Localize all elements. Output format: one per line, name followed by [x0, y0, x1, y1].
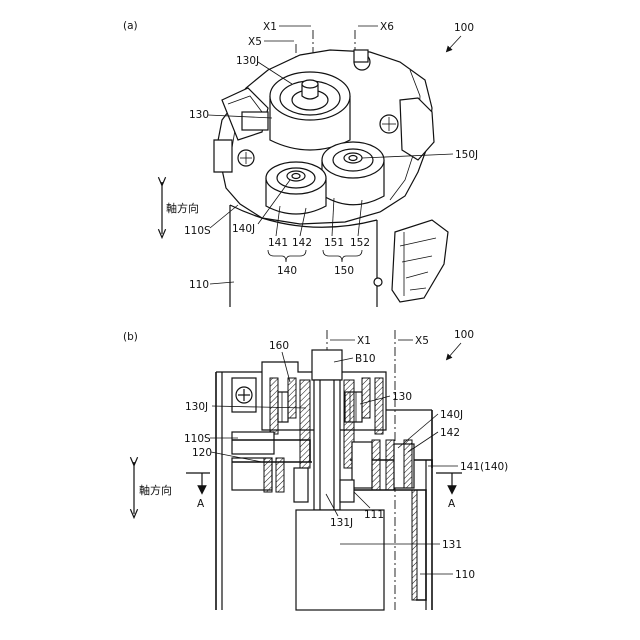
axis-x6-label: X6 — [380, 21, 394, 33]
figure-a: (a) X1 X5 X6 100 — [123, 20, 478, 307]
ref-100-a: 100 — [454, 22, 474, 34]
ref-142-a: 142 — [292, 237, 312, 249]
ref-111-b: 111 — [364, 509, 384, 521]
figure-b: (b) X1 X5 100 — [123, 329, 508, 610]
ref-140J-a: 140J — [232, 223, 255, 235]
ref-141-140-b: 141(140) — [460, 461, 508, 473]
ref-140-a: 140 — [277, 265, 297, 277]
ref-110-a: 110 — [189, 279, 209, 291]
ref-152-a: 152 — [350, 237, 370, 249]
ref-140J-b: 140J — [440, 409, 463, 421]
axial-direction-label-b: 軸方向 — [139, 483, 172, 497]
ref-150J-a: 150J — [455, 149, 478, 161]
ref-130J-a: 130J — [236, 55, 259, 67]
figure-b-panel-label: (b) — [123, 331, 138, 343]
brace-150 — [323, 250, 362, 262]
section-label-right: A — [448, 498, 456, 510]
axis-x5-label-b: X5 — [415, 335, 429, 347]
ref-B10-b: B10 — [355, 353, 376, 365]
shaft-cap-b10 — [312, 350, 342, 380]
ref-130-b: 130 — [392, 391, 412, 403]
ref-131-b: 131 — [442, 539, 462, 551]
ref-150-a: 150 — [334, 265, 354, 277]
gear-150 — [322, 142, 384, 205]
screw-right — [380, 115, 398, 133]
ref-120-b: 120 — [192, 447, 212, 459]
ref-141-a: 141 — [268, 237, 288, 249]
ref-151-a: 151 — [324, 237, 344, 249]
section-marker-left: A — [186, 473, 210, 510]
latch-tab — [392, 220, 448, 302]
brace-140 — [268, 250, 306, 262]
figure-a-panel-label: (a) — [123, 20, 138, 32]
axis-x1-label: X1 — [263, 21, 277, 33]
ref-130J-b: 130J — [185, 401, 208, 413]
ref-110S-a: 110S — [184, 225, 211, 237]
gear-130 — [270, 72, 350, 150]
ref-160-b: 160 — [269, 340, 289, 352]
ref-130-a: 130 — [189, 109, 209, 121]
axial-direction-label-a: 軸方向 — [166, 201, 199, 215]
ref-100-b: 100 — [454, 329, 474, 341]
axis-x5-label: X5 — [248, 36, 262, 48]
ref-131J-b: 131J — [330, 517, 353, 529]
axis-x1-label-b: X1 — [357, 335, 371, 347]
ref-142-b: 142 — [440, 427, 460, 439]
screw-left — [238, 150, 254, 166]
ref-110-b: 110 — [455, 569, 475, 581]
section-marker-right: A — [436, 473, 462, 510]
gear-140 — [266, 162, 326, 214]
section-label-left: A — [197, 498, 205, 510]
ref-110S-b: 110S — [184, 433, 211, 445]
